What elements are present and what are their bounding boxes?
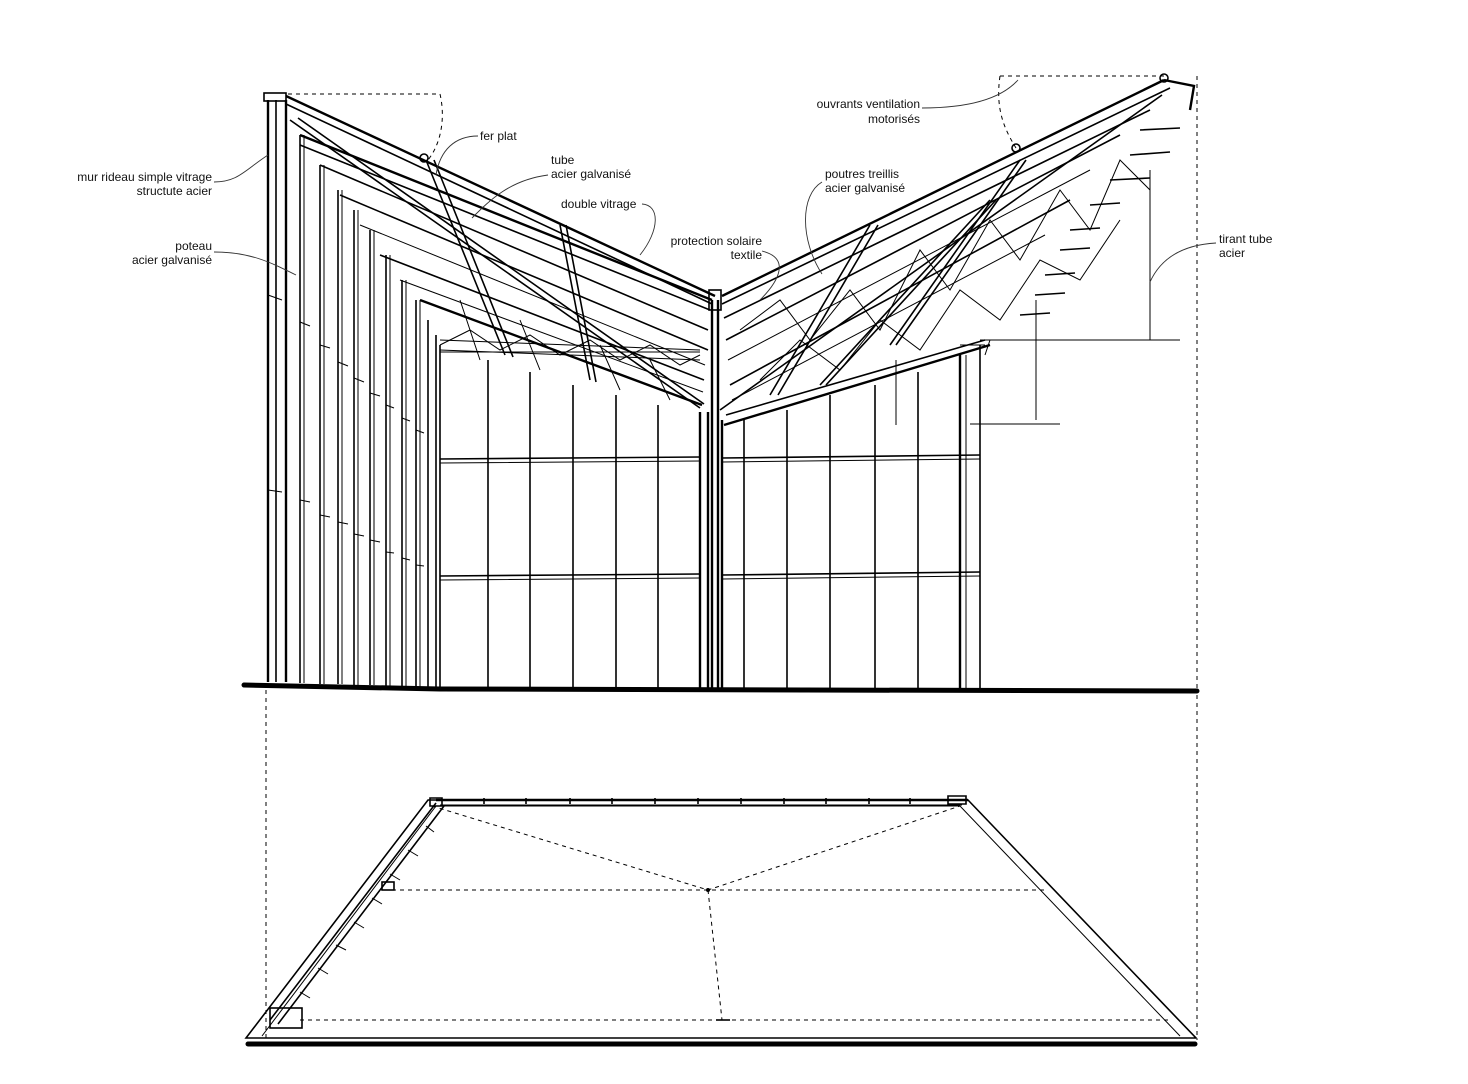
central-column [708, 289, 722, 689]
label-truss-line2: acier galvanisé [825, 181, 905, 195]
left-curtain-wall [263, 92, 437, 688]
label-tie-rod-line2: acier [1219, 246, 1245, 260]
label-tie-rod-line1: tirant tube [1219, 232, 1273, 246]
label-curtain-wall-line2: structute acier [137, 184, 212, 198]
label-flat-iron: fer plat [480, 129, 517, 143]
ground-line [241, 682, 1200, 694]
right-roof-wing [719, 73, 1196, 427]
label-post-line2: acier galvanisé [132, 253, 212, 267]
label-sun-protection-line2: textile [731, 248, 763, 262]
plan-view [244, 795, 1198, 1047]
elevation-view [241, 73, 1200, 694]
leader-lines [213, 79, 1217, 301]
label-tube-line1: tube [551, 153, 575, 167]
right-vent-swing-arc [998, 75, 1164, 149]
label-double-glazing: double vitrage [561, 197, 637, 211]
label-truss-line1: poutres treillis [825, 167, 899, 181]
label-ventilation-line1: ouvrants ventilation [817, 97, 920, 111]
back-glazed-wall [439, 345, 981, 689]
left-vent-swing-arc [288, 93, 443, 161]
label-curtain-wall-line1: mur rideau simple vitrage [77, 170, 212, 184]
label-post-line1: poteau [175, 239, 212, 253]
annotation-labels: mur rideau simple vitrage structute acie… [77, 97, 1272, 267]
label-ventilation-line2: motorisés [868, 112, 920, 126]
left-roof-wing [285, 94, 716, 409]
label-tube-line2: acier galvanisé [551, 167, 631, 181]
label-sun-protection-line1: protection solaire [671, 234, 763, 248]
